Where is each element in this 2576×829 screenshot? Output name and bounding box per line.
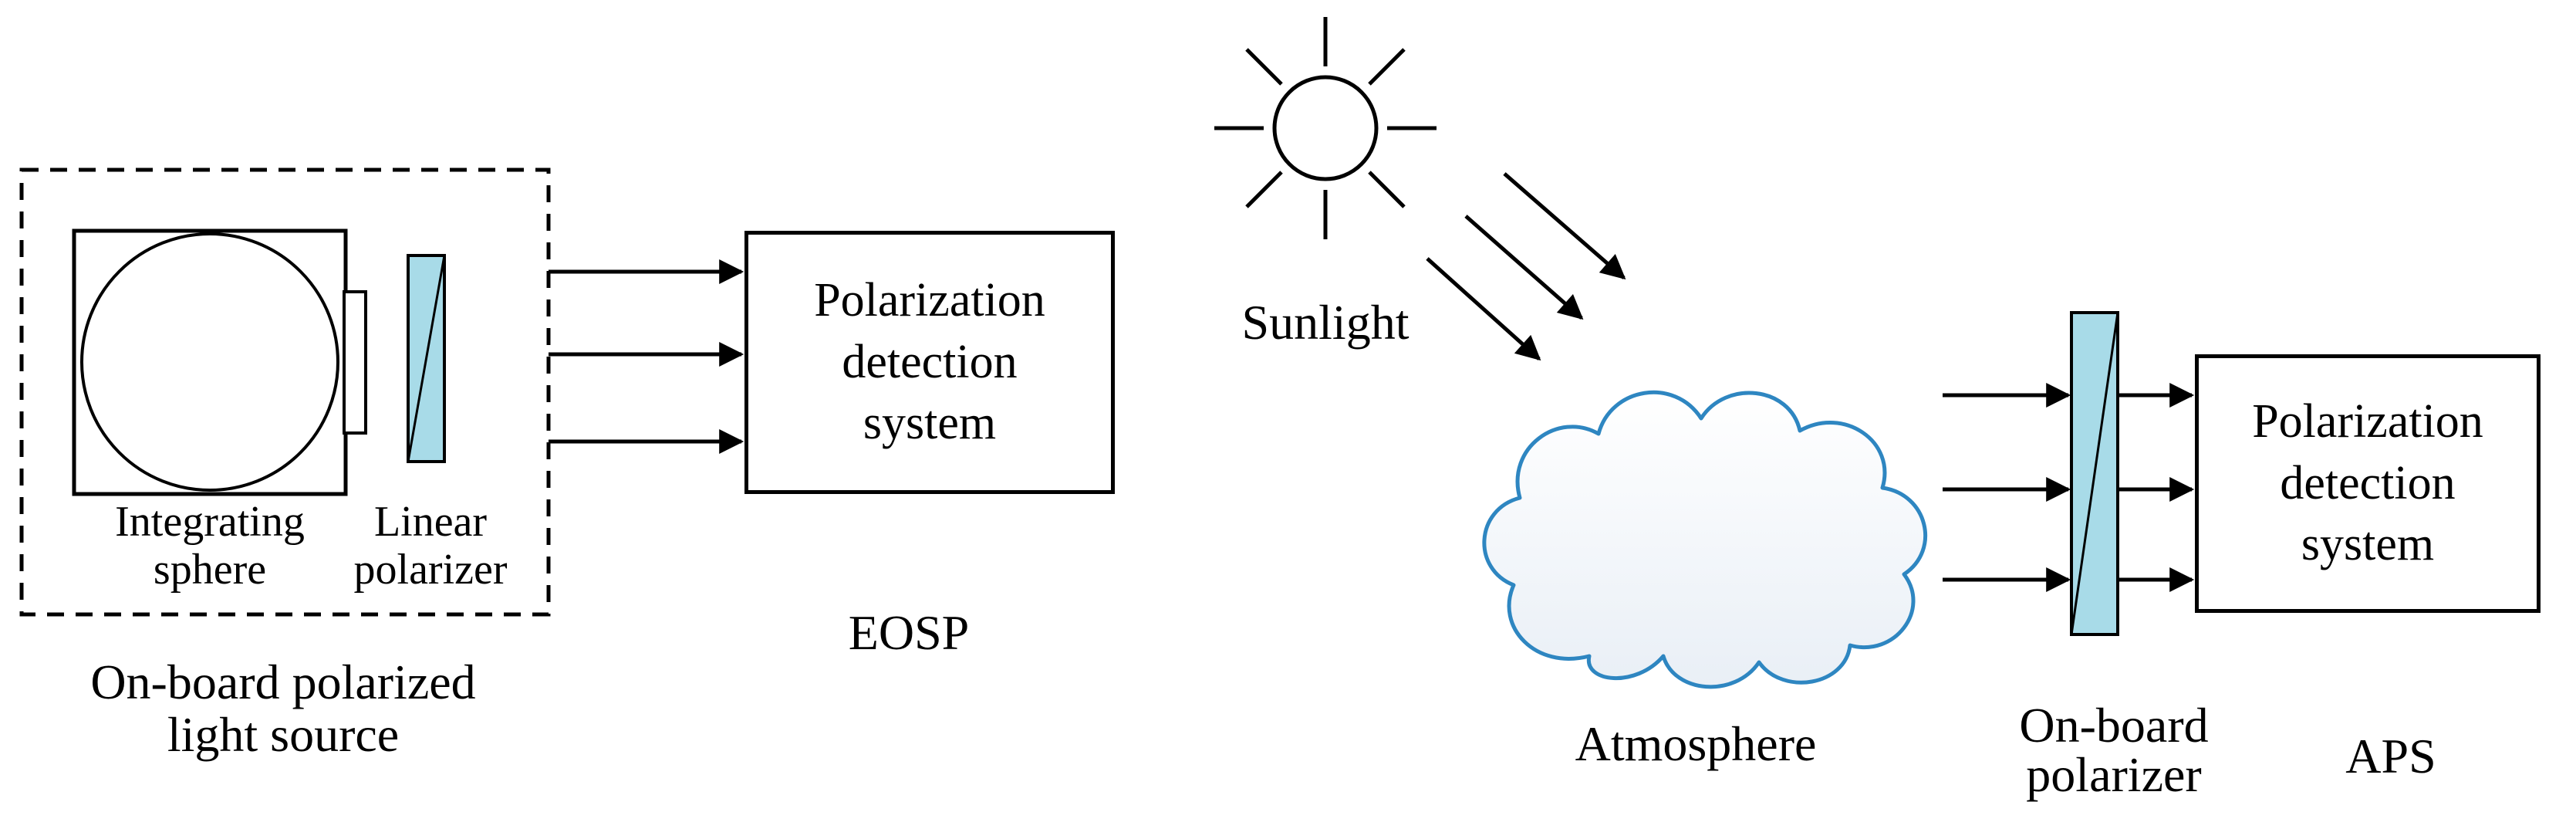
dashed-source-box	[19, 167, 551, 617]
aps-caption: APS	[2345, 729, 2436, 783]
source-caption-line1: On-board polarized	[90, 655, 476, 709]
cloud-icon	[1482, 390, 1927, 689]
detection-box-line: Polarization	[2252, 395, 2483, 448]
source-caption-line2: light source	[167, 707, 400, 762]
detection-box-line: system	[2301, 518, 2435, 571]
detection-box-line: detection	[2280, 456, 2456, 509]
sphere-exit-port	[343, 290, 367, 435]
onboard-polarizer-diagonal	[2070, 312, 2119, 635]
integrating-sphere-label-line1: Integrating	[115, 498, 305, 546]
detection-box-line: detection	[842, 335, 1018, 388]
sun-icon	[1214, 17, 1437, 239]
integrating-sphere-label-line2: sphere	[153, 546, 267, 594]
linear-polarizer-label-line1: Linear	[373, 498, 488, 546]
onboard-polarizer-label-line2: polarizer	[2026, 747, 2202, 802]
detection-system-box-aps: Polarization detection system	[2195, 354, 2541, 613]
onboard-polarizer-label-line1: On-board	[2019, 698, 2209, 753]
linear-polarizer-label-line2: polarizer	[353, 546, 508, 594]
linear-polarizer-diagonal	[407, 255, 446, 462]
sunlight-arrow-2	[1464, 215, 1584, 320]
detection-box-line: Polarization	[814, 274, 1045, 327]
eosp-caption: EOSP	[848, 605, 970, 660]
integrating-sphere-circle	[80, 232, 339, 492]
sunlight-arrow-3	[1426, 257, 1541, 361]
atmosphere-label: Atmosphere	[1575, 716, 1817, 771]
sunlight-arrow-1	[1503, 172, 1626, 280]
sunlight-label: Sunlight	[1241, 295, 1410, 350]
detection-system-box-eosp: Polarization detection system	[744, 231, 1115, 494]
detection-box-line: system	[863, 397, 997, 450]
